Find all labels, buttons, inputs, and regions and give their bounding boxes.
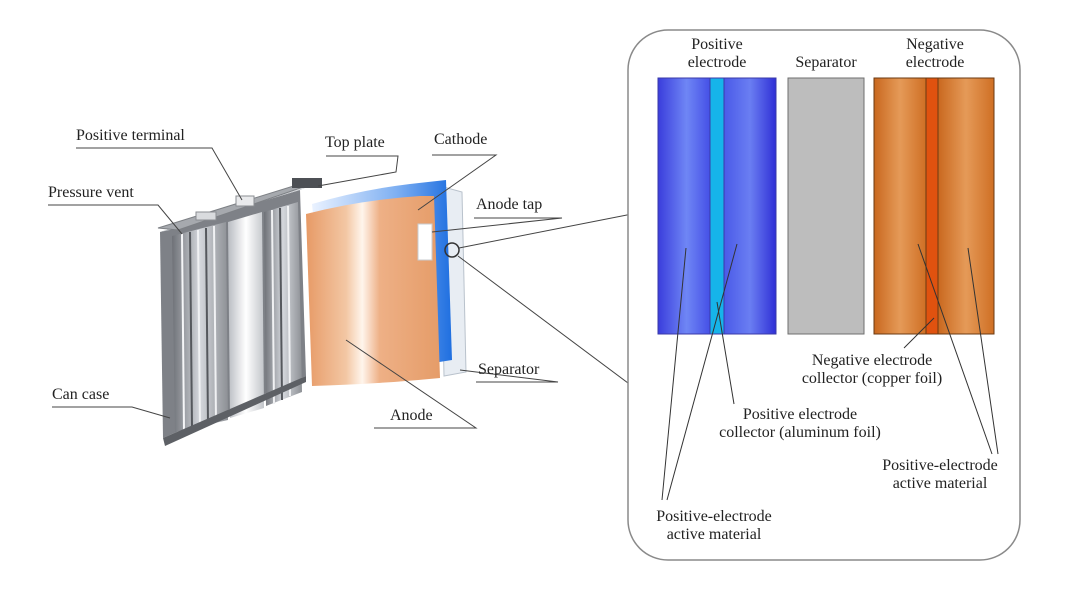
pressure-vent-shape (195, 211, 217, 221)
separator-layer (787, 77, 865, 335)
callout-line: collector (aluminum foil) (719, 424, 881, 441)
top-plate-block (292, 178, 322, 188)
positive-terminal-shape (235, 195, 255, 207)
anode-tap-label: Anode tap (476, 196, 543, 213)
negative-electrode-heading: Negative electrode (888, 36, 982, 72)
callout-line: Positive-electrode (882, 457, 998, 474)
negative-collector-callout: Negative electrode collector (copper foi… (782, 352, 962, 388)
positive-collector-foil (709, 77, 725, 335)
anode-sheet (306, 196, 440, 386)
positive-electrode-heading: Positive electrode (672, 36, 762, 72)
callout-line: Negative electrode (811, 352, 933, 369)
callout-line: Positive electrode (742, 406, 858, 423)
callout-line: active material (892, 475, 988, 492)
positive-active-right (723, 77, 777, 335)
can-case-label: Can case (52, 386, 110, 403)
can-case-body (160, 186, 310, 446)
positive-active-callout-right: Positive-electrode active material (860, 457, 1020, 493)
negative-active-right (937, 77, 995, 335)
heading-line: Negative (906, 36, 964, 53)
separator-heading: Separator (795, 54, 857, 71)
positive-collector-callout: Positive electrode collector (aluminum f… (700, 406, 900, 442)
positive-active-left (657, 77, 711, 335)
cathode-label: Cathode (434, 131, 488, 148)
zoom-circle (444, 242, 460, 258)
anode-tap-shape (417, 223, 433, 261)
positive-terminal-label: Positive terminal (76, 127, 185, 144)
callout-line: active material (666, 526, 762, 543)
positive-active-callout-left: Positive-electrode active material (634, 508, 794, 544)
anode-label: Anode (390, 407, 433, 424)
heading-line: electrode (905, 54, 965, 71)
pressure-vent-label: Pressure vent (48, 184, 134, 201)
heading-line: electrode (687, 54, 747, 71)
negative-active-left (873, 77, 927, 335)
top-plate-label: Top plate (325, 134, 385, 151)
separator-label: Separator (478, 361, 540, 378)
heading-line: Positive (691, 36, 743, 53)
callout-line: Positive-electrode (656, 508, 772, 525)
callout-line: collector (copper foil) (801, 370, 943, 387)
